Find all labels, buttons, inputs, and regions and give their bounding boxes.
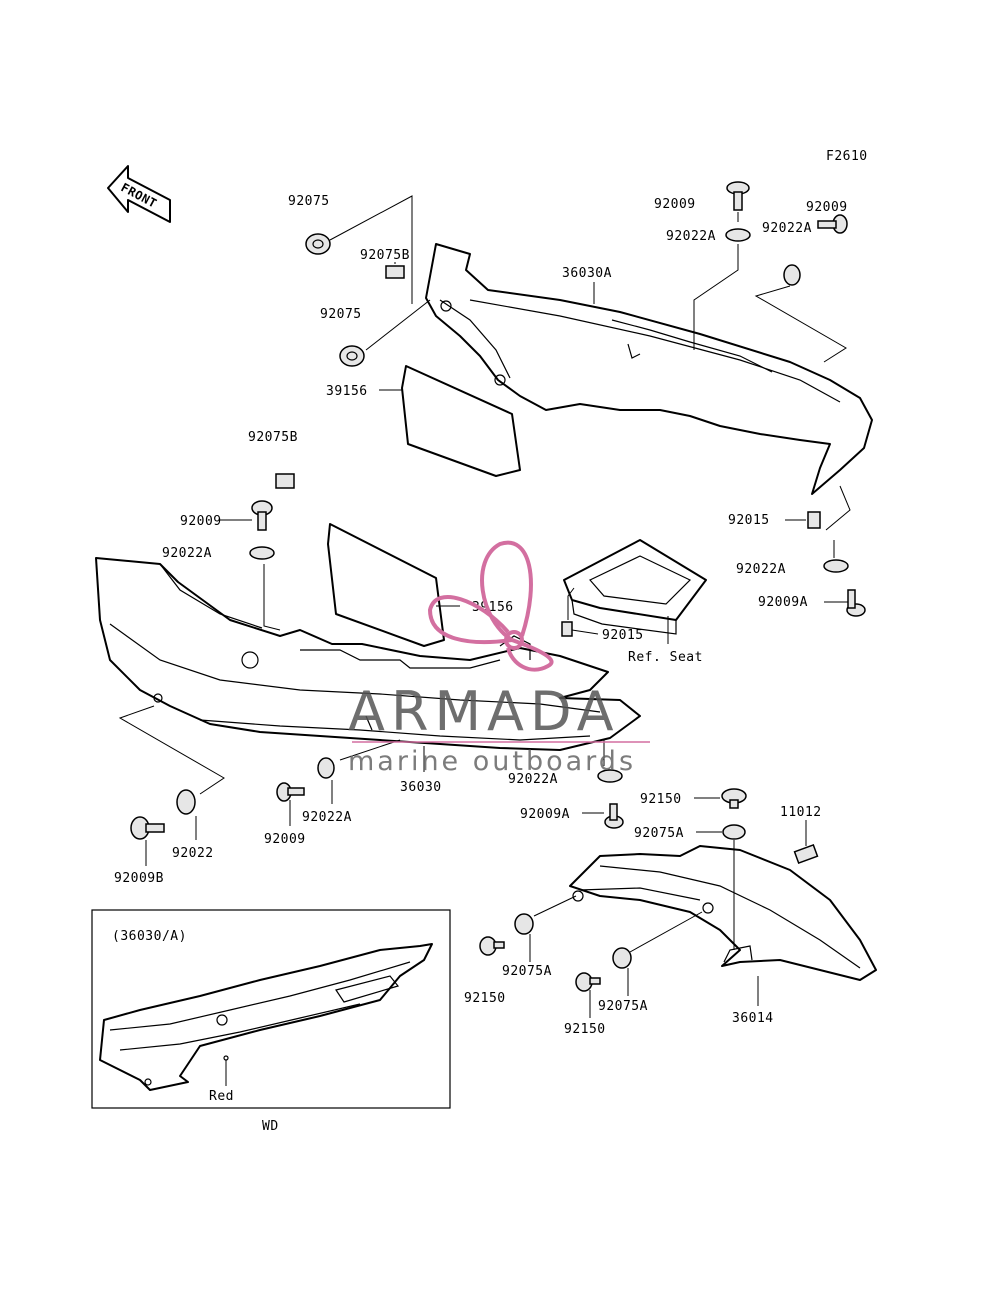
inset-box — [91, 909, 451, 1109]
washer-92022a-right — [783, 264, 801, 286]
leader-lines-lower — [118, 519, 806, 866]
label-92009-top: 92009 — [654, 197, 696, 212]
tail-cover-36014 — [569, 845, 877, 981]
washer-92022 — [176, 789, 196, 815]
label-92022a-bottom: 92022A — [302, 810, 352, 825]
label-92015-right: 92015 — [728, 513, 770, 528]
label-92022a-right: 92022A — [762, 221, 812, 236]
inset-ref-label: (36030/A) — [112, 929, 187, 944]
label-92009a-center: 92009A — [520, 807, 570, 822]
washer-92022a-center — [597, 769, 623, 783]
screw-92150-bottom — [575, 972, 601, 992]
propeller-logo-icon — [427, 540, 554, 672]
leader-lines-upper — [329, 195, 851, 603]
watermark: ARMADA marine outboards — [348, 540, 650, 777]
screw-92150-left — [479, 936, 505, 956]
label-92075a-left: 92075A — [502, 964, 552, 979]
label-11012: 11012 — [780, 805, 822, 820]
label-92009a-right: 92009A — [758, 595, 808, 610]
label-92150-top: 92150 — [640, 792, 682, 807]
grommet-92075a-top — [722, 824, 746, 840]
label-36014: 36014 — [732, 1011, 774, 1026]
side-cover-36030 — [95, 557, 641, 751]
label-92015-mid: 92015 — [602, 628, 644, 643]
washer-92022a-lowright — [823, 559, 849, 573]
pad-39156-top — [401, 365, 521, 477]
label-92075a-bottom: 92075A — [598, 999, 648, 1014]
washer-92022a-bottom — [317, 757, 335, 779]
label-39156-top: 39156 — [326, 384, 368, 399]
side-cover-36030a — [425, 243, 873, 495]
label-92150-left: 92150 — [464, 991, 506, 1006]
label-92022a-lowright: 92022A — [736, 562, 786, 577]
bolt-92009a-center — [604, 803, 624, 829]
label-92009b: 92009B — [114, 871, 164, 886]
leader-lines-tail — [529, 797, 807, 1018]
screw-92150-top — [721, 788, 747, 809]
collar-92075b-mid — [275, 473, 295, 489]
label-92009-left: 92009 — [180, 514, 222, 529]
pad-39156-mid — [327, 523, 445, 647]
label-92075b-top: 92075B — [360, 248, 410, 263]
label-92075-top: 92075 — [288, 194, 330, 209]
clip-92015-right — [807, 511, 821, 529]
label-92075b-mid: 92075B — [248, 430, 298, 445]
bolt-92009b — [130, 816, 165, 840]
label-92009-right: 92009 — [806, 200, 848, 215]
front-arrow-icon: FRONT — [107, 165, 171, 223]
label-92022: 92022 — [172, 846, 214, 861]
ref-seat-part — [563, 539, 707, 635]
label-92009-bottom: 92009 — [264, 832, 306, 847]
label-92022a-center: 92022A — [508, 772, 558, 787]
inset-color-note: Red — [209, 1089, 234, 1104]
label-36030: 36030 — [400, 780, 442, 795]
label-92075-mid: 92075 — [320, 307, 362, 322]
label-92075a-top: 92075A — [634, 826, 684, 841]
label-92150-bottom: 92150 — [564, 1022, 606, 1037]
grommet-92075a-left — [514, 913, 534, 935]
bolt-92009-left — [251, 500, 273, 531]
bolt-92009a-right — [846, 589, 866, 617]
pin-11012 — [793, 843, 819, 865]
washer-92022a-left — [249, 546, 275, 560]
bolt-92009-top — [726, 181, 750, 211]
bolt-92009-bottom — [276, 782, 305, 802]
bolt-92009-right — [817, 214, 848, 234]
grommet-92075a-bottom — [612, 947, 632, 969]
washer-92022a-top — [725, 228, 751, 242]
watermark-title: ARMADA — [348, 680, 620, 743]
label-ref-seat: Ref. Seat — [628, 650, 703, 665]
inset-model-label: WD — [262, 1119, 279, 1134]
label-92022a-left: 92022A — [162, 546, 212, 561]
watermark-subtitle: marine outboards — [348, 746, 636, 777]
label-92022a-top: 92022A — [666, 229, 716, 244]
label-36030a: 36030A — [562, 266, 612, 281]
grommet-92075-top — [305, 233, 331, 255]
collar-92075b-top — [385, 265, 405, 279]
clip-92015-mid — [561, 621, 573, 637]
grommet-92075-mid — [339, 345, 365, 367]
figure-code: F2610 — [826, 149, 868, 164]
